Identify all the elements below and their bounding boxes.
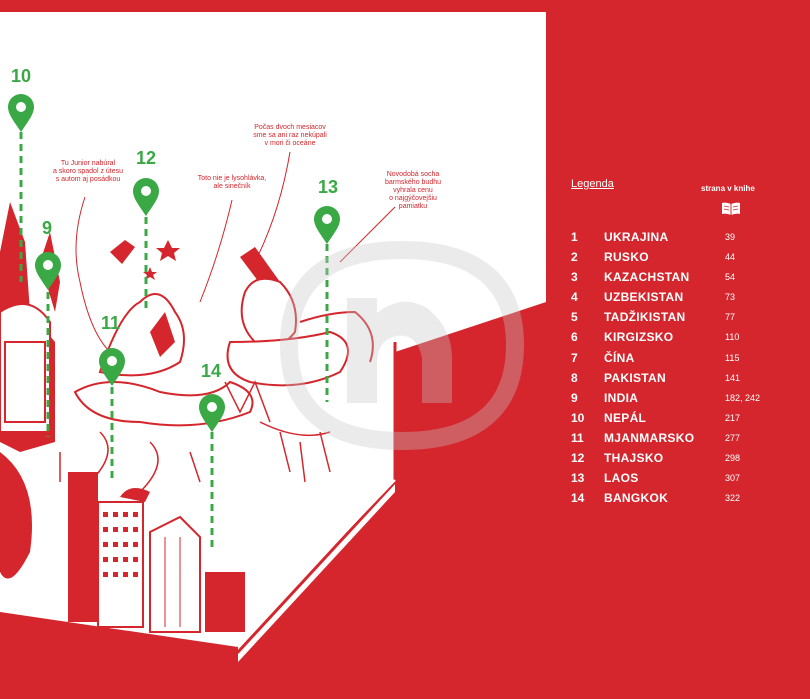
legend-country: UZBEKISTAN — [604, 290, 684, 305]
legend-country: KIRGIZSKO — [604, 330, 674, 345]
legend-row: 14 BANGKOK 322 — [571, 489, 791, 509]
legend-country: NEPÁL — [604, 410, 647, 425]
legend-country: RUSKO — [604, 250, 649, 265]
legend-number: 6 — [571, 330, 578, 345]
legend-number: 1 — [571, 230, 578, 244]
legend-number: 7 — [571, 350, 578, 365]
legend-country: ČÍNA — [604, 350, 635, 365]
pin-label-9: 9 — [42, 218, 53, 238]
note-lysohlavka: Toto nie je lysohlávka, ale sinečník — [197, 175, 267, 190]
legend-country: KAZACHSTAN — [604, 270, 690, 285]
city-skyline-drawing — [68, 472, 245, 633]
legend-row: 9 INDIA 182, 242 — [571, 389, 791, 409]
legend-number: 13 — [571, 471, 585, 486]
map-pin-icon — [35, 252, 61, 290]
legend-row: 6 KIRGIZSKO 110 — [571, 328, 791, 348]
pin-stems — [19, 132, 329, 552]
legend-number: 11 — [571, 430, 584, 445]
legend-number: 2 — [571, 250, 578, 265]
legend-page: 44 — [725, 252, 736, 263]
legend-number: 5 — [571, 310, 578, 325]
legend-row: 13 LAOS 307 — [571, 469, 791, 489]
legend-country: INDIA — [604, 390, 639, 405]
map-pin-icon — [8, 94, 34, 132]
legend-row: 5 TADŽIKISTAN 77 — [571, 308, 791, 328]
pin-label-10: 10 — [11, 66, 32, 86]
legend-title: Legenda — [571, 178, 614, 190]
note-budha: Novodobá socha barmského budhu vyhrala c… — [384, 171, 442, 210]
map-pin-icon — [314, 206, 340, 244]
legend-row: 10 NEPÁL 217 — [571, 409, 791, 429]
red-plinth-shape — [238, 302, 546, 690]
travel-map-illustration — [0, 94, 546, 690]
legend-page: 298 — [725, 453, 741, 464]
plinth-front — [0, 612, 238, 690]
legend-page: 77 — [725, 312, 736, 323]
legend-number: 8 — [571, 370, 578, 385]
legend-page: 307 — [725, 473, 741, 484]
legend-row: 1 UKRAJINA 39 — [571, 228, 791, 248]
legend-column-header: strana v knihe — [701, 184, 755, 193]
legend-row: 4 UZBEKISTAN 73 — [571, 288, 791, 308]
legend-country: LAOS — [604, 471, 639, 486]
legend-number: 10 — [571, 410, 585, 425]
plinth-edge — [237, 479, 396, 645]
legend-number: 3 — [571, 270, 578, 285]
legend-row: 3 KAZACHSTAN 54 — [571, 268, 791, 288]
open-book-icon — [722, 202, 740, 215]
legend-number: 4 — [571, 290, 578, 305]
legend-row: 12 THAJSKO 298 — [571, 449, 791, 469]
legend-country: MJANMARSKO — [604, 430, 695, 445]
bird-and-stars — [110, 240, 180, 280]
note-more: Počas dvoch mesiacov sme sa ani raz nekú… — [253, 124, 327, 147]
legend-page: 115 — [725, 352, 740, 363]
legend-row: 2 RUSKO 44 — [571, 248, 791, 268]
legend-page: 54 — [725, 272, 736, 283]
jungle-drawing — [59, 380, 331, 493]
legend-country: UKRAJINA — [604, 230, 669, 244]
legend-page: 141 — [725, 372, 741, 383]
legend-country: THAJSKO — [604, 451, 664, 466]
pin-label-14: 14 — [201, 361, 222, 381]
legend-page: 39 — [725, 232, 736, 242]
buddha-statue-drawing — [226, 247, 374, 387]
legend-country: BANGKOK — [604, 491, 669, 506]
legend-row: 7 ČÍNA 115 — [571, 349, 791, 369]
m-logo-watermark-icon — [279, 240, 525, 451]
note-connectors — [75, 151, 396, 353]
legend-number: 9 — [571, 390, 578, 405]
pin-label-12: 12 — [136, 148, 157, 168]
legend-list: 1 UKRAJINA 39 2 RUSKO 44 3 KAZACHSTAN 54 4 UZBE… — [571, 228, 791, 509]
legend-row: 8 PAKISTAN 141 — [571, 369, 791, 389]
legend-page: 182, 242 — [725, 392, 761, 403]
legend-number: 12 — [571, 451, 585, 466]
legend-page: 277 — [725, 432, 741, 443]
map-pin-icon — [133, 178, 159, 216]
legend-country: PAKISTAN — [604, 370, 666, 385]
legend-page: 110 — [725, 332, 740, 343]
legend-row: 11 MJANMARSKO 277 — [571, 429, 791, 449]
note-junior: Tu Junior nabúral a skoro spadol z útesu… — [52, 160, 124, 183]
map-pin-icon — [199, 394, 225, 432]
legend-page: 322 — [725, 493, 741, 504]
legend-number: 14 — [571, 491, 585, 506]
pin-label-13: 13 — [318, 177, 339, 197]
legend-page: 217 — [725, 412, 741, 423]
pin-label-11: 11 — [101, 313, 121, 333]
temple-drawing — [0, 202, 60, 579]
legend-page: 73 — [725, 292, 736, 303]
legend-country: TADŽIKISTAN — [604, 310, 686, 325]
map-pin-icon — [99, 348, 125, 386]
